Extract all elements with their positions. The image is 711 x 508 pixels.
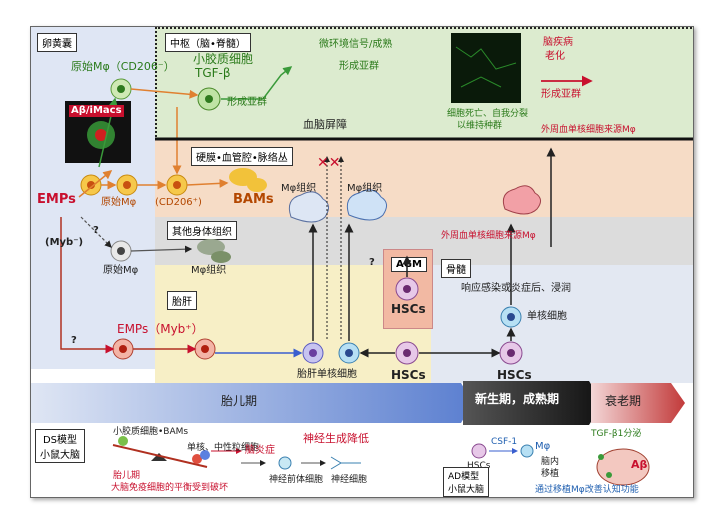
arrow-layer: ✕✕ (31, 33, 693, 497)
aging-label: 老化 (545, 51, 565, 62)
yolk-sac-region (31, 27, 156, 369)
liver-question2-label: ? (369, 257, 375, 268)
ad-model-title: AD模型 小鼠大脑 (443, 467, 490, 497)
primitive-mphi-label: 原始Mφ (103, 265, 139, 276)
abeta-imacs-label: Aβ/iMacs (69, 105, 124, 117)
ad-transplant: 移植 (541, 469, 560, 479)
ad-intracranial: 脑内 (541, 457, 560, 467)
cell-bams (229, 168, 267, 192)
marrow-monocyte-label: 单核细胞 (527, 311, 567, 322)
cell-microglia (197, 87, 221, 111)
svg-text:✕✕: ✕✕ (317, 155, 340, 171)
hscs-marrow-label: HSCs (497, 368, 532, 382)
cell-liver-mono2 (338, 342, 360, 364)
yolk-question-label: ? (93, 225, 99, 236)
cell-hscs-agm (395, 277, 419, 301)
timeline-fetal: 胎儿期 (221, 394, 258, 408)
cell-blob-meninges2 (346, 189, 387, 221)
cell-hscs-liver (395, 341, 419, 365)
tgfb-label: TGF-β (195, 66, 231, 80)
cell-blob-peripheral (502, 185, 541, 215)
microglia-label: 小胶质细胞 (193, 52, 254, 66)
bone-marrow-region (431, 265, 693, 383)
cell-liver-mono1 (302, 342, 324, 364)
peripheral-mphi-other-label: 外周血单核细胞来源Mφ (441, 231, 536, 241)
hscs-liver-label: HSCs (391, 368, 426, 382)
cell-emps-myb1 (112, 338, 134, 360)
cell-emp-yolk (80, 174, 102, 196)
emps-myb-label: EMPs（Myb⁺） (117, 322, 204, 336)
meninges-mphi-label: 原始Mφ (101, 197, 137, 208)
ds-brain-inflam: 脑炎症 (245, 445, 275, 456)
cd206-label: (CD206⁺) (155, 197, 202, 208)
other-tissue-label: 其他身体组织 (167, 221, 237, 240)
timeline-aging: 衰老期 (605, 394, 642, 408)
cell-cd206 (166, 174, 188, 196)
subgroup-label-2: 形成亚群 (339, 61, 379, 72)
ad-abeta: Aβ (631, 458, 648, 471)
microenv-label: 微环境信号/成熟 (319, 39, 393, 50)
cell-hscs-marrow (499, 341, 523, 365)
ds-imbalance: 大脑免疫细胞的平衡受到破坏 (111, 483, 229, 493)
ad-tgfb1: TGF-β1分泌 (591, 429, 642, 439)
bams-label: BAMs (233, 192, 274, 207)
subgroup-label-3: 形成亚群 (541, 89, 581, 100)
cell-primitive-mphi (110, 78, 132, 100)
ds-mono-neutro: 单核、中性粒细胞 (187, 443, 260, 453)
other-mphi-tissue-label: Mφ组织 (191, 265, 227, 276)
meninges-label: 硬膜•血管腔•脉络丛 (191, 147, 293, 166)
cell-primitive-mphi-yolk (116, 174, 138, 196)
ds-fetal: 胎儿期 (113, 471, 141, 481)
disease-label: 脑疾病 (543, 37, 573, 48)
peripheral-mphi-cns-label: 外周血单核细胞来源Mφ (541, 125, 636, 135)
liver-monocyte-label: 胎肝单核细胞 (297, 369, 357, 380)
response-label: 响应感染或炎症后、浸润 (461, 283, 571, 294)
subgroup-label-1: 形成亚群 (227, 97, 267, 108)
timeline-neonatal: 新生期，成熟期 (475, 392, 560, 406)
maintain-pop-label: 以维持种群 (457, 121, 503, 131)
cell-death-label: 细胞死亡、自我分裂 (447, 109, 529, 119)
ds-neural-precursor: 神经前体细胞 (269, 475, 324, 485)
hscs-agm-label: HSCs (391, 302, 426, 316)
fetal-liver-label: 胎肝 (167, 291, 197, 310)
ds-neurogenesis: 神经生成降低 (303, 432, 369, 445)
cell-marrow-monocyte (500, 306, 522, 328)
ds-model-title: DS模型 小鼠大脑 (35, 429, 85, 463)
cell-myb-minus (110, 240, 132, 262)
ad-mphi: Mφ (535, 441, 551, 452)
myb-minus-label: (Myb⁻) (45, 237, 84, 248)
bone-marrow-label: 骨髓 (441, 259, 471, 278)
cell-blob-meninges1 (288, 191, 329, 223)
cell-emps-myb2 (194, 338, 216, 360)
cell-mphi-tissue (197, 239, 231, 263)
bbb-label: 血脑屏障 (303, 118, 347, 131)
mphi-tissue-2-label: Mφ组织 (347, 183, 383, 194)
ad-csf1: CSF-1 (491, 437, 518, 447)
liver-question-label: ? (71, 335, 77, 346)
cns-label: 中枢（脑•脊髓） (165, 33, 251, 52)
ad-improve: 通过移植Mφ改善认知功能 (535, 485, 639, 495)
emps-yolk-label: EMPs (37, 192, 76, 207)
ad-hscs: HSCs (467, 461, 491, 471)
figure-frame: 卵黄囊 中枢（脑•脊髓） 硬膜•血管腔•脉络丛 其他身体组织 胎肝 AGM 骨髓 (30, 26, 694, 498)
yolk-sac-label: 卵黄囊 (37, 33, 77, 52)
microglia-micrograph (451, 33, 521, 103)
ds-neuron: 神经细胞 (331, 475, 368, 485)
primitive-mphi-cd206-label: 原始Mφ（CD206⁻） (71, 60, 175, 73)
ds-microglia-bams: 小胶质细胞•BAMs (113, 427, 189, 437)
mphi-tissue-1-label: Mφ组织 (281, 183, 317, 194)
